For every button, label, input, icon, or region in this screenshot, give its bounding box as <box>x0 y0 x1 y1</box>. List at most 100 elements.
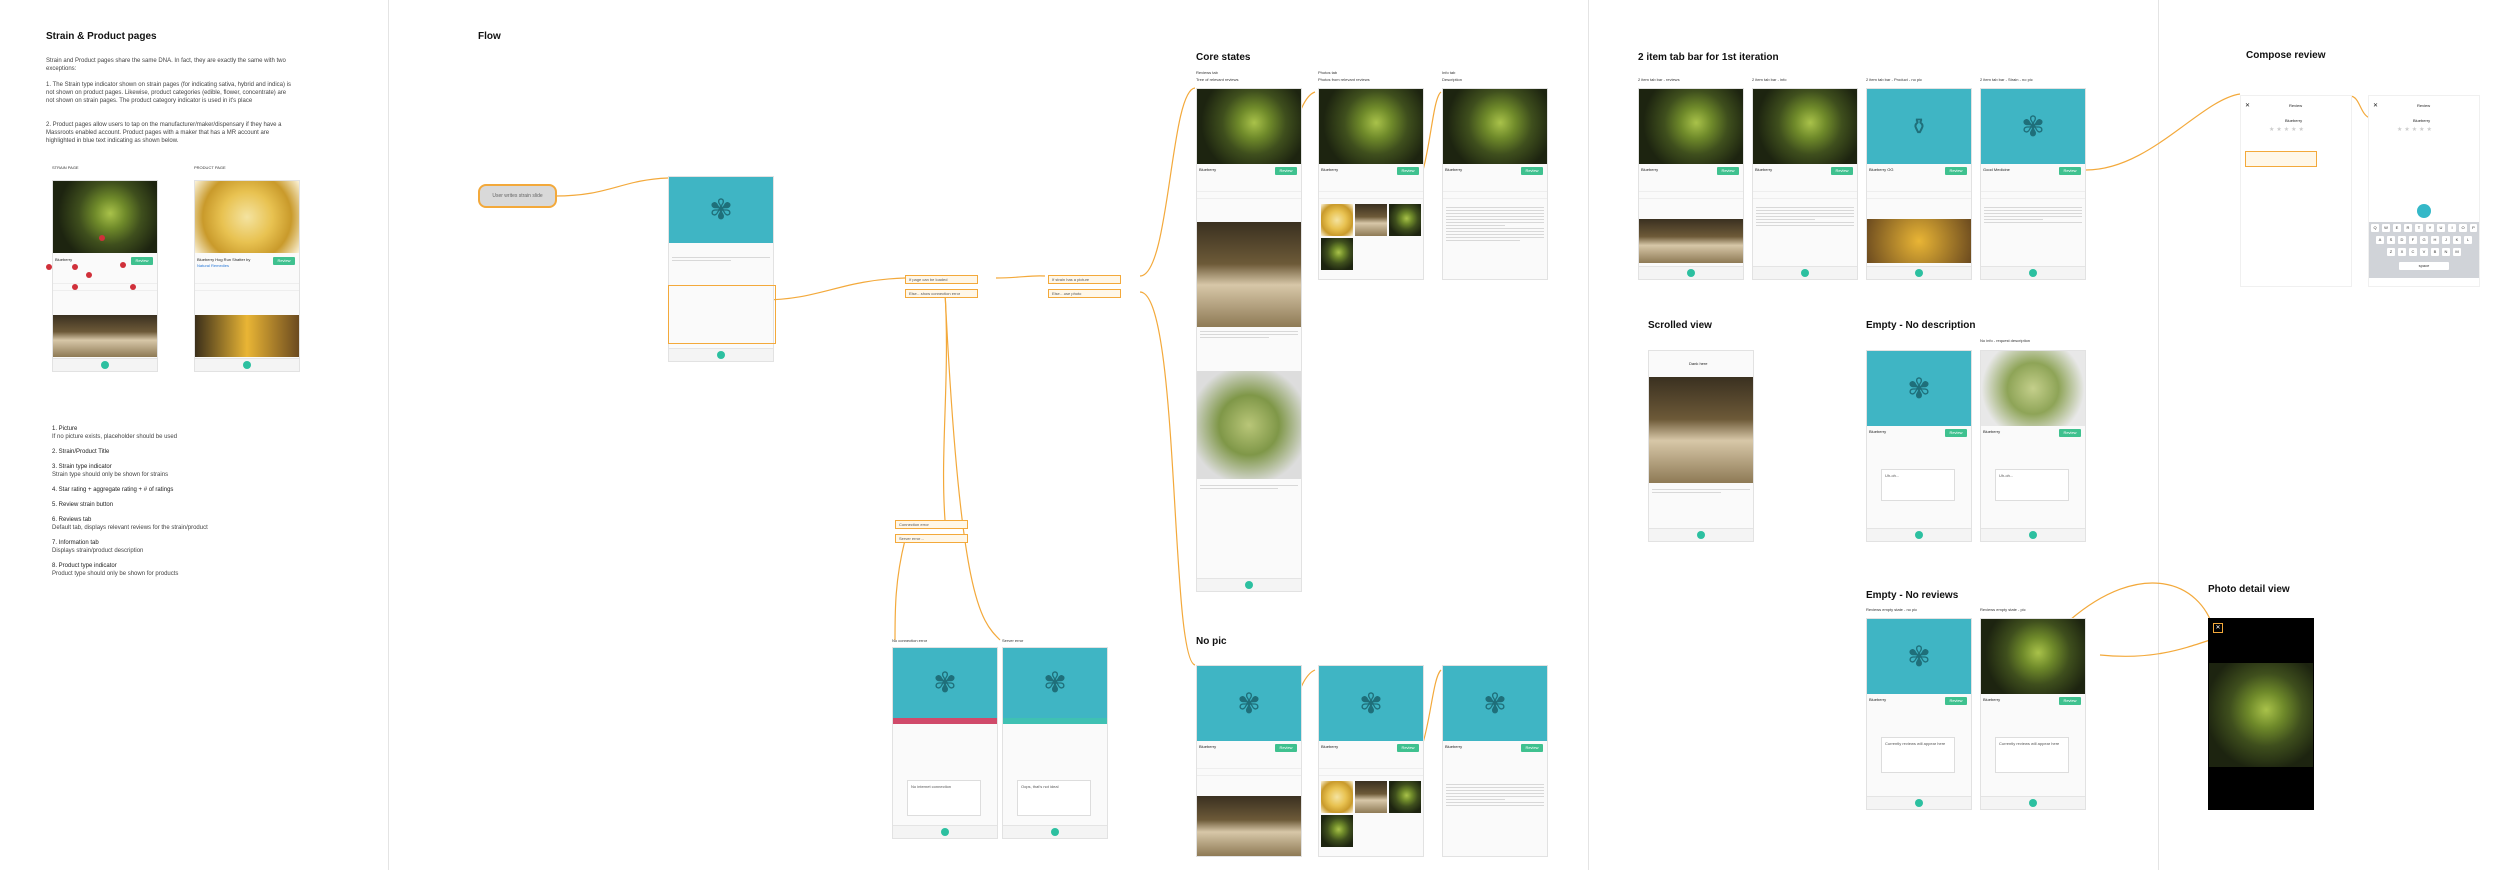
review-button[interactable]: Review <box>1397 744 1419 752</box>
add-icon[interactable] <box>1245 581 1253 589</box>
star-rating[interactable]: ★★★★★ <box>2397 127 2434 133</box>
bottom-tab-bar[interactable] <box>1867 528 1971 541</box>
add-icon[interactable] <box>1697 531 1705 539</box>
add-icon[interactable] <box>101 361 109 369</box>
key[interactable]: I <box>2448 224 2456 232</box>
key[interactable]: Z <box>2387 248 2395 256</box>
review-button[interactable]: Review <box>2059 429 2081 437</box>
close-icon[interactable]: ✕ <box>2245 103 2251 109</box>
add-icon[interactable] <box>941 828 949 836</box>
bottom-tab-bar[interactable] <box>1981 528 2085 541</box>
bottom-tab-bar[interactable] <box>1981 796 2085 809</box>
star-rating[interactable]: ★★★★★ <box>2269 127 2306 133</box>
key[interactable]: H <box>2431 236 2439 244</box>
key[interactable]: U <box>2437 224 2445 232</box>
review-button[interactable]: Review <box>131 257 153 265</box>
add-icon[interactable] <box>1915 269 1923 277</box>
bottom-tab-bar[interactable] <box>1003 825 1107 838</box>
bottom-tab-bar[interactable] <box>1649 528 1753 541</box>
bottom-tab-bar[interactable] <box>53 358 157 371</box>
review-button[interactable]: Review <box>1717 167 1739 175</box>
bottom-tab-bar[interactable] <box>1867 796 1971 809</box>
key[interactable]: L <box>2464 236 2472 244</box>
tab-row[interactable] <box>195 283 299 291</box>
key[interactable]: W <box>2382 224 2390 232</box>
key[interactable]: D <box>2398 236 2406 244</box>
bottom-tab-bar[interactable] <box>1981 266 2085 279</box>
bottom-tab-bar[interactable] <box>195 358 299 371</box>
review-button[interactable]: Review <box>273 257 295 265</box>
tab-row[interactable] <box>1197 191 1301 199</box>
key[interactable]: B <box>2431 248 2439 256</box>
review-text-field[interactable] <box>2245 151 2317 167</box>
camera-icon[interactable] <box>2417 204 2431 218</box>
tab-row[interactable] <box>1319 191 1423 199</box>
close-icon[interactable]: ✕ <box>2373 103 2379 109</box>
key[interactable]: T <box>2415 224 2423 232</box>
tab-row[interactable] <box>1319 768 1423 776</box>
tab-row[interactable] <box>1867 191 1971 199</box>
add-icon[interactable] <box>1801 269 1809 277</box>
key[interactable]: F <box>2409 236 2417 244</box>
tab-row[interactable] <box>1443 191 1547 199</box>
bottom-tab-bar[interactable] <box>1639 266 1743 279</box>
key[interactable]: Q <box>2371 224 2379 232</box>
key[interactable]: G <box>2420 236 2428 244</box>
add-icon[interactable] <box>1915 799 1923 807</box>
keyboard[interactable]: Q W E R T Y U I O P A S D F G H J K L Z … <box>2369 222 2479 278</box>
key[interactable]: S <box>2387 236 2395 244</box>
key[interactable]: E <box>2393 224 2401 232</box>
key[interactable]: Y <box>2426 224 2434 232</box>
space-key[interactable]: space <box>2399 262 2449 270</box>
close-icon[interactable]: ✕ <box>2213 623 2223 633</box>
review-button[interactable]: Review <box>1945 429 1967 437</box>
bottom-tab-bar[interactable] <box>1867 266 1971 279</box>
photo-thumb[interactable] <box>1389 781 1421 813</box>
key[interactable]: R <box>2404 224 2412 232</box>
review-button[interactable]: Review <box>1275 744 1297 752</box>
tab-row[interactable] <box>1753 191 1857 199</box>
key[interactable]: J <box>2442 236 2450 244</box>
add-icon[interactable] <box>1687 269 1695 277</box>
review-button[interactable]: Review <box>2059 167 2081 175</box>
bottom-tab-bar[interactable] <box>1197 578 1301 591</box>
review-button[interactable]: Review <box>1945 697 1967 705</box>
tab-row[interactable] <box>1981 191 2085 199</box>
key[interactable]: N <box>2442 248 2450 256</box>
add-icon[interactable] <box>2029 531 2037 539</box>
bottom-tab-bar[interactable] <box>669 348 773 361</box>
add-icon[interactable] <box>1051 828 1059 836</box>
review-button[interactable]: Review <box>1945 167 1967 175</box>
photo-thumb[interactable] <box>1355 781 1387 813</box>
photo-thumb[interactable] <box>1321 781 1353 813</box>
add-icon[interactable] <box>1915 531 1923 539</box>
add-icon[interactable] <box>717 351 725 359</box>
bottom-tab-bar[interactable] <box>893 825 997 838</box>
review-button[interactable]: Review <box>1397 167 1419 175</box>
review-button[interactable]: Review <box>2059 697 2081 705</box>
add-icon[interactable] <box>2029 799 2037 807</box>
review-button[interactable]: Review <box>1521 167 1543 175</box>
review-button[interactable]: Review <box>1275 167 1297 175</box>
photo-thumb[interactable] <box>1389 204 1421 236</box>
review-button[interactable]: Review <box>1521 744 1543 752</box>
key[interactable]: X <box>2398 248 2406 256</box>
photo-thumb[interactable] <box>1355 204 1387 236</box>
key[interactable]: P <box>2470 224 2477 232</box>
key[interactable]: A <box>2376 236 2384 244</box>
add-icon[interactable] <box>2029 269 2037 277</box>
add-icon[interactable] <box>243 361 251 369</box>
key[interactable]: K <box>2453 236 2461 244</box>
photo-thumb[interactable] <box>1321 204 1353 236</box>
product-maker-link[interactable]: Natural Remedies <box>197 263 230 268</box>
key[interactable]: V <box>2420 248 2428 256</box>
photo-thumb[interactable] <box>1321 815 1353 847</box>
photo-thumb[interactable] <box>1321 238 1353 270</box>
key[interactable]: M <box>2453 248 2461 256</box>
key[interactable]: C <box>2409 248 2417 256</box>
key[interactable]: O <box>2459 224 2467 232</box>
review-button[interactable]: Review <box>1831 167 1853 175</box>
tab-row[interactable] <box>53 283 157 291</box>
bottom-tab-bar[interactable] <box>1753 266 1857 279</box>
tab-row[interactable] <box>1197 768 1301 776</box>
